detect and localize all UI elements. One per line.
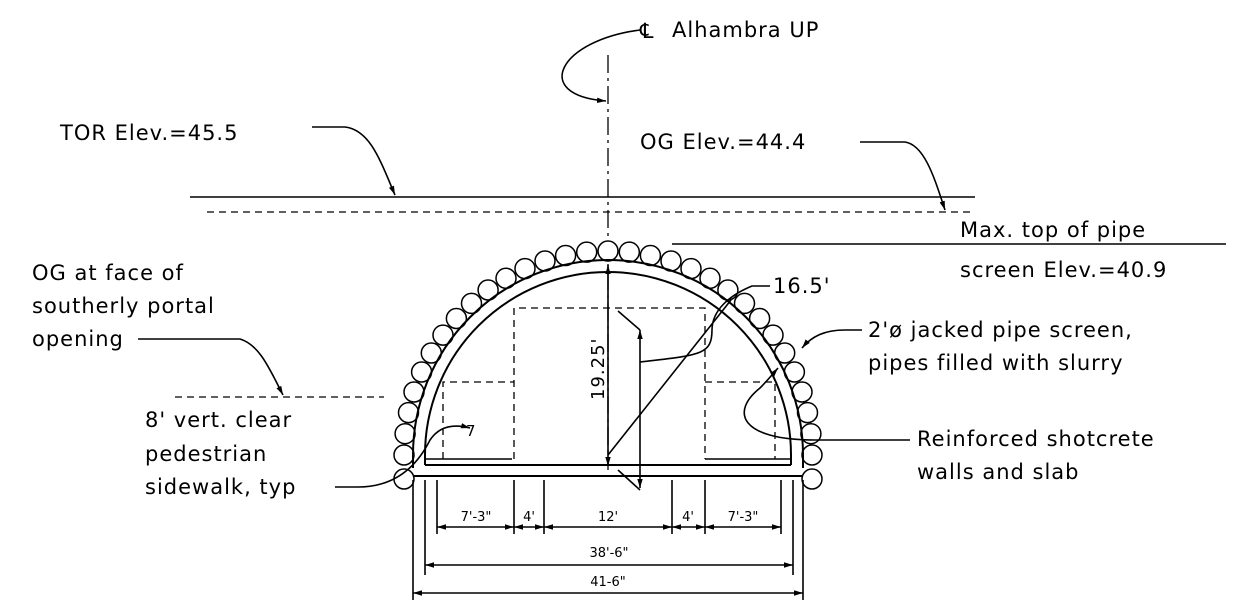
shotcrete-leader: [743, 367, 910, 441]
slope-dim-tick-bottom: [617, 469, 641, 491]
sidewalk-label-2: pedestrian: [145, 442, 267, 466]
og-face-label-1: OG at face of: [32, 261, 184, 285]
shotcrete-label-1: Reinforced shotcrete: [917, 427, 1155, 451]
centerline-symbol: ℄: [639, 19, 654, 43]
pipe-circle: [460, 292, 483, 315]
max-top-pipe-label-1: Max. top of pipe: [960, 218, 1146, 242]
dim-label-seg4: 4': [682, 510, 694, 525]
og-elev-label: OG Elev.=44.4: [640, 130, 806, 154]
pipe-circle: [801, 444, 823, 466]
pipe-circle: [748, 307, 771, 330]
pipe-screen-label-1: 2'ø jacked pipe screen,: [868, 318, 1133, 342]
pipe-circle: [394, 422, 416, 445]
radius-label: 16.5': [773, 274, 831, 298]
centerline-label: Alhambra UP: [672, 18, 819, 42]
pipe-circle: [445, 307, 468, 330]
centerline-leader: [561, 29, 641, 103]
sidewalk-right-clearance: [705, 381, 776, 459]
tor-elev-leader: [312, 126, 396, 196]
dim-label-inner-total: 38'-6": [589, 546, 628, 561]
roadway-clearance-box: [513, 307, 706, 459]
og-elev-leader: [860, 141, 946, 211]
shotcrete-label-2: walls and slab: [917, 460, 1080, 484]
dim-label-seg5: 7'-3": [728, 510, 759, 525]
height-dim-label: 19.25': [588, 338, 609, 400]
dim-label-seg2: 4': [523, 510, 535, 525]
max-top-pipe-label-2: screen Elev.=40.9: [960, 258, 1167, 282]
pipe-circle: [618, 241, 641, 263]
dim-label-outer-total: 41-6": [590, 575, 625, 590]
tor-elev-label: TOR Elev.=45.5: [59, 121, 238, 145]
og-face-label-3: opening: [32, 327, 124, 351]
tunnel-lining-outer: [412, 259, 804, 468]
pipe-circle: [393, 444, 415, 466]
pipe-screen-leader: [801, 329, 862, 349]
pipe-circle: [733, 292, 756, 315]
radius-leader: [639, 285, 770, 363]
pipe-circle: [801, 468, 823, 490]
pipe-circle: [575, 241, 598, 263]
pipe-circle: [597, 240, 619, 262]
dimension-set: 7'-3" 4' 12' 4' 7'-3" 38'-6" 41-6": [412, 480, 804, 600]
dim-label-seg3: 12': [598, 510, 618, 525]
sidewalk-label-1: 8' vert. clear: [145, 408, 292, 432]
og-face-label-2: southerly portal: [32, 294, 215, 318]
radius-line: [607, 299, 732, 456]
slope-mark: 7: [466, 422, 476, 440]
sidewalk-leader: [335, 423, 471, 488]
pipe-screen-label-2: pipes filled with slurry: [868, 351, 1124, 375]
og-face-leader: [138, 338, 284, 396]
dim-label-seg1: 7'-3": [461, 510, 492, 525]
sidewalk-left-clearance: [442, 381, 514, 459]
slope-dim-tick-top: [617, 310, 641, 331]
sidewalk-label-3: sidewalk, typ: [145, 475, 296, 499]
pipe-screen-ring: [393, 240, 823, 490]
